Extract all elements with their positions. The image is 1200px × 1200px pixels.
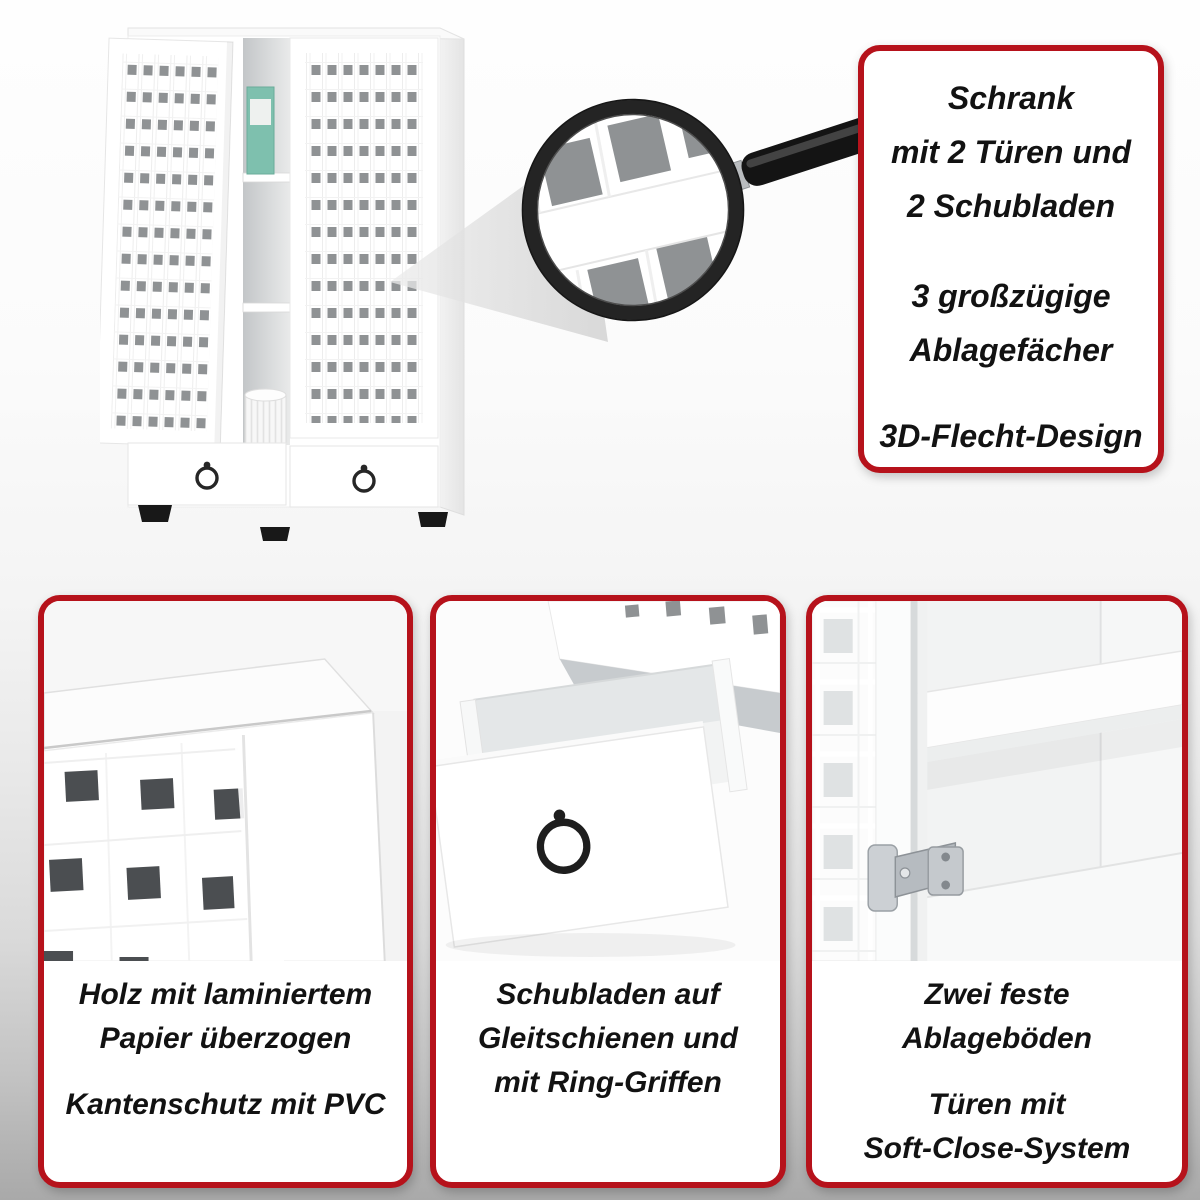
card-caption: Schubladen auf Gleitschienen und mit Rin…: [436, 961, 780, 1105]
cabinet-interior: [242, 38, 291, 445]
detail-card-drawer: Schubladen auf Gleitschienen und mit Rin…: [430, 595, 786, 1188]
shelf: [894, 650, 1182, 793]
magnifier-illustration: [390, 98, 890, 342]
weave-holes: [44, 770, 245, 961]
left-drawer: [127, 442, 287, 506]
ring-handle: [195, 461, 219, 490]
basket: [244, 388, 287, 444]
soft-close-hinge: [867, 842, 964, 912]
feature-box: Schrank mit 2 Türen und 2 Schubladen 3 g…: [858, 45, 1164, 473]
caption-drawer-rails: Schubladen auf Gleitschienen und mit Rin…: [477, 978, 739, 1099]
drawer-front: [436, 726, 729, 948]
magnifier-icon: [521, 98, 745, 322]
feature-text-doors-drawers: Schrank mit 2 Türen und 2 Schubladen: [891, 80, 1131, 224]
caption-shelves: Zwei feste Ablageböden: [901, 978, 1092, 1055]
caption-soft-close: Türen mit Soft-Close-System: [863, 1088, 1131, 1165]
binder: [246, 86, 275, 175]
card-caption: Zwei feste Ablageböden Türen mit Soft-Cl…: [812, 961, 1182, 1171]
ring-handle: [352, 464, 376, 493]
weave-holes: [624, 601, 769, 635]
cabinet-photo: [100, 25, 470, 550]
right-door: [289, 37, 439, 439]
card-caption: Holz mit laminiertem Papier überzogen Ka…: [44, 961, 407, 1127]
shelf: [242, 302, 291, 313]
shelf-and-hinge-photo: [812, 601, 1182, 961]
detail-card-material: Holz mit laminiertem Papier überzogen Ka…: [38, 595, 413, 1188]
magnifier-group: [380, 60, 892, 380]
cabinet-feet: [138, 505, 448, 541]
drawers: [127, 442, 439, 508]
caption-edge-protection: Kantenschutz mit PVC: [65, 1088, 386, 1121]
caption-material: Holz mit laminiertem Papier überzogen: [78, 978, 373, 1055]
detail-card-shelf: Zwei feste Ablageböden Türen mit Soft-Cl…: [806, 595, 1188, 1188]
cabinet-illustration: [100, 27, 465, 541]
right-drawer: [289, 445, 439, 508]
feature-text-shelves: 3 großzügige Ablagefächer: [909, 278, 1113, 368]
drawer: [436, 657, 748, 948]
open-drawer-photo: [436, 601, 780, 961]
feature-text-design: 3D-Flecht-Design: [879, 418, 1143, 454]
weave-closeup-photo: [44, 601, 407, 961]
magnifier-rim: [523, 100, 743, 320]
left-door-open: [100, 37, 234, 448]
ring-handle: [536, 809, 591, 875]
